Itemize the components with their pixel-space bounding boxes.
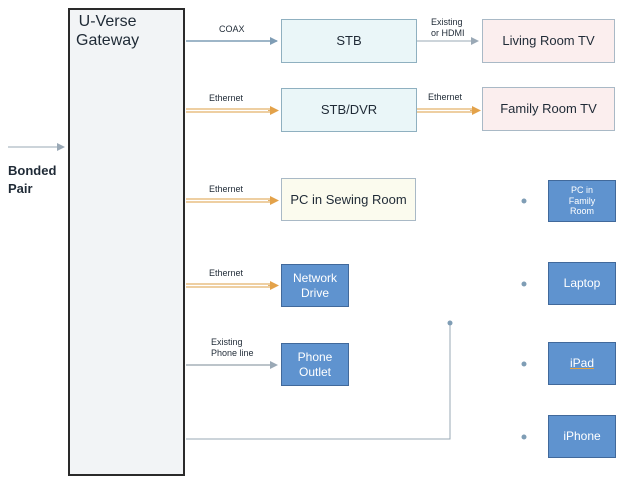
bonded-pair-line2: Pair [8, 180, 33, 196]
phone-outlet-line1: Phone [297, 350, 333, 365]
pc-family-line3: Room [569, 206, 594, 217]
family-room-tv-box: Family Room TV [482, 87, 615, 131]
gateway-title-line1: U-Verse [78, 13, 137, 30]
ethernet-tv-line [417, 106, 481, 115]
phone-line-label-line2: Phone line [211, 347, 254, 358]
laptop-label: Laptop [563, 276, 601, 291]
pc-sewing-room-box: PC in Sewing Room [281, 178, 416, 221]
network-drive-line2: Drive [300, 285, 329, 300]
ethernet-dvr-line [186, 106, 279, 115]
network-drive-box: Network Drive [281, 264, 349, 307]
pc-family-line1: PC in [570, 184, 593, 195]
ethernet-pc-label: Ethernet [209, 184, 244, 194]
ipad-label: iPad [569, 356, 595, 371]
network-drive-line1: Network [292, 271, 337, 286]
ethernet-drive-line [186, 281, 279, 290]
laptop-dot [521, 281, 527, 287]
phone-outlet-line2: Outlet [298, 364, 331, 379]
stb-label: STB [336, 33, 362, 49]
living-room-tv-label: Living Room TV [502, 33, 595, 49]
bonded-pair-line1: Bonded [8, 163, 57, 178]
stb-dvr-label: STB/DVR [320, 102, 378, 118]
phone-line-label-line1: Existing [211, 337, 243, 347]
pc-family-dot [521, 198, 527, 204]
family-room-tv-label: Family Room TV [500, 101, 597, 117]
ethernet-pc-line [186, 196, 279, 205]
phone-outlet-box: Phone Outlet [281, 343, 349, 386]
hdmi-label-line1: Existing [431, 17, 463, 27]
living-room-tv-box: Living Room TV [482, 19, 615, 63]
uverse-gateway: U-Verse Gateway [68, 8, 185, 476]
gateway-title-line2: Gateway [76, 32, 140, 50]
iphone-dot [521, 434, 527, 440]
pc-family-room-box: PC in Family Room [548, 180, 616, 222]
bonded-pair-label: Bonded Pair [8, 162, 56, 197]
ethernet-tv-label: Ethernet [428, 92, 463, 102]
pc-family-line2: Family [568, 195, 596, 206]
hdmi-label-line2: or HDMI [431, 27, 465, 38]
ipad-dot [521, 361, 527, 367]
ethernet-dvr-label: Ethernet [209, 93, 244, 103]
stb-dvr-box: STB/DVR [281, 88, 417, 132]
coax-label: COAX [219, 24, 245, 34]
stb-box: STB [281, 19, 417, 63]
wireless-endpoint [447, 320, 453, 326]
iphone-box: iPhone [548, 415, 616, 458]
ethernet-drive-label: Ethernet [209, 268, 244, 278]
laptop-box: Laptop [548, 262, 616, 305]
phone-line-label: Existing Phone line [211, 337, 254, 359]
pc-sewing-room-label: PC in Sewing Room [290, 191, 407, 207]
gateway-title: U-Verse Gateway [76, 12, 139, 50]
ipad-box: iPad [548, 342, 616, 385]
iphone-label: iPhone [563, 429, 601, 444]
hdmi-label: Existing or HDMI [431, 17, 465, 39]
wireless-line [186, 324, 451, 440]
